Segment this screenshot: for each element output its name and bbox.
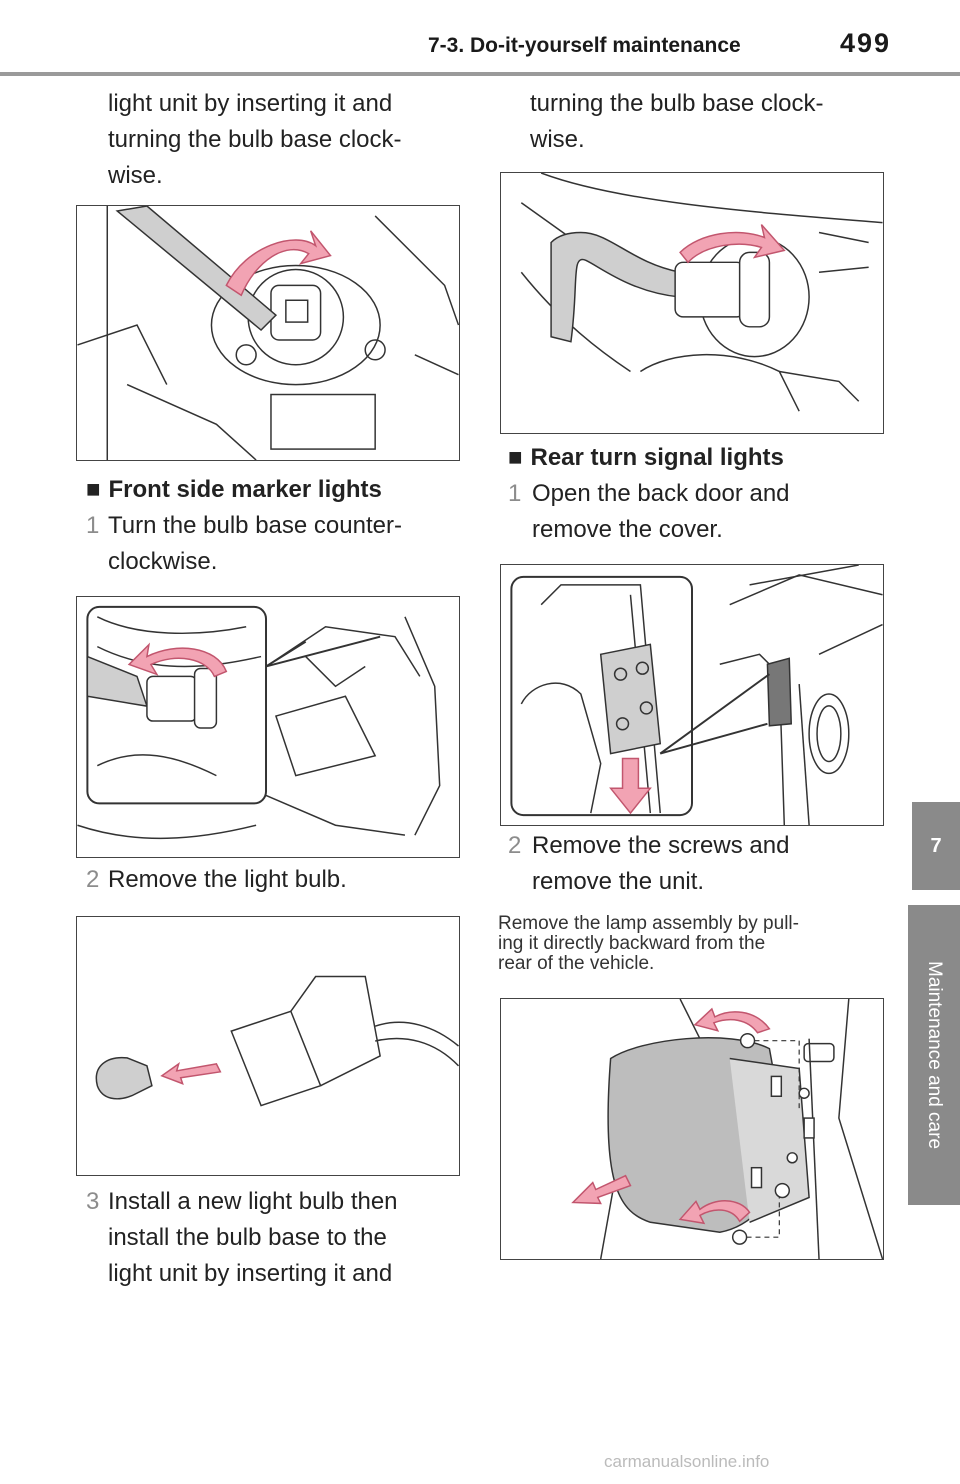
rear-removal-note: Remove the lamp assembly by pull- ing it… [498,914,799,974]
step-number: 2 [508,832,522,859]
figure-front-marker-counterclockwise [76,596,460,858]
section-title: 7-3. Do-it-yourself maintenance [428,34,741,57]
watermark: carmanualsonline.info [604,1452,770,1471]
pull-back-arrow-icon [571,1174,632,1205]
front-step-1: 1 Turn the bulb base counter- clockwise. [86,508,402,575]
step-3-line-3: light unit by inserting it and [108,1260,393,1287]
continued-line-2: wise. [530,126,585,153]
intro-text: light unit by inserting it and turning t… [108,86,402,194]
front-step-2: 2 Remove the light bulb. [86,862,347,898]
step-number: 1 [86,512,100,539]
chapter-tab-number: 7 [912,802,960,890]
rotate-clockwise-arrow-icon [225,230,332,297]
rear-step-2-line-2: remove the unit. [532,868,705,895]
front-marker-illustration [77,605,441,840]
figure-headlight-bulb-install [76,205,460,461]
bulb-icon [95,1056,153,1100]
step-2-text: Remove the light bulb. [108,866,347,893]
figure-remove-lamp-assembly [500,998,884,1260]
rear-step-1-line-1: Open the back door and [532,480,790,507]
rotate-clockwise-arrow-icon-2 [679,224,786,264]
heading-square-icon: ■ [86,476,101,503]
lamp-assembly-illustration [571,999,883,1259]
front-side-marker-heading-text: Front side marker lights [108,476,382,503]
continued-text: turning the bulb base clock- wise. [530,86,824,158]
rear-turn-signal-heading-text: Rear turn signal lights [530,444,784,471]
rotate-counterclockwise-arrow-icon [127,642,228,678]
chapter-title: Maintenance and care [924,960,945,1150]
step-1-line-1: Turn the bulb base counter- [108,512,402,539]
intro-line-1: light unit by inserting it and [108,90,393,117]
figure-headlight-clockwise [500,172,884,434]
figure-remove-bulb [76,916,460,1176]
back-door-cover-illustration [510,565,883,825]
front-side-marker-heading: ■ Front side marker lights [86,476,382,504]
zoom-callout-frame-2 [510,575,693,817]
headlight-clockwise-illustration [520,173,883,412]
rotate-screw-arrow-icon-bottom [678,1200,751,1225]
bulb-removal-illustration [95,975,459,1107]
note-line-3: rear of the vehicle. [498,953,655,974]
rear-step-1: 1 Open the back door and remove the cove… [508,476,790,543]
chapter-tab-label: Maintenance and care [908,905,960,1205]
intro-line-3: wise. [108,162,163,189]
step-number: 2 [86,866,100,893]
page-number: 499 [840,28,892,58]
rear-step-2-line-1: Remove the screws and [532,832,790,859]
intro-line-2: turning the bulb base clock- [108,126,402,153]
step-1-line-2: clockwise. [108,548,218,575]
rotate-screw-arrow-icon-top [693,1007,771,1034]
heading-square-icon: ■ [508,444,523,471]
step-number: 1 [508,480,522,507]
rear-step-1-line-2: remove the cover. [532,516,723,543]
pull-out-arrow-icon [160,1062,222,1085]
step-3-line-1: Install a new light bulb then [108,1188,398,1215]
continued-line-1: turning the bulb base clock- [530,90,824,117]
clip-icons [613,661,654,731]
step-3-line-2: install the bulb base to the [108,1224,387,1251]
note-line-1: Remove the lamp assembly by pull- [498,913,799,934]
front-step-3: 3 Install a new light bulb then install … [86,1184,398,1287]
rear-step-2: 2 Remove the screws and remove the unit. [508,828,789,895]
step-number: 3 [86,1188,100,1215]
headlight-bulb-illustration [77,206,459,460]
rear-turn-signal-heading: ■ Rear turn signal lights [508,444,784,472]
down-arrow-icon [609,757,652,815]
note-line-2: ing it directly backward from the [498,933,766,954]
figure-back-door-cover [500,564,884,826]
header-divider [0,72,960,76]
